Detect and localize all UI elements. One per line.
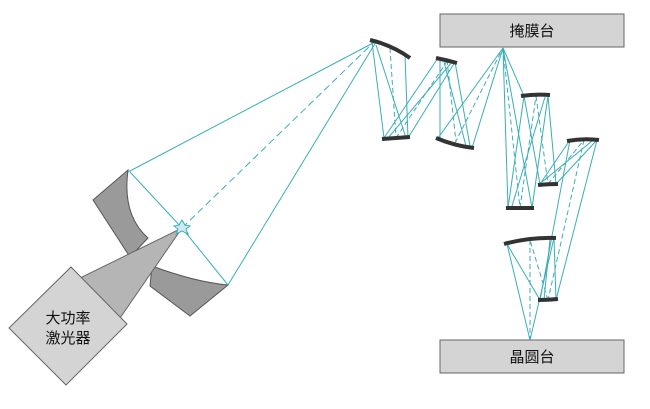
mirror-1 — [369, 38, 412, 60]
mirror-2 — [381, 135, 411, 141]
mirror-6 — [520, 92, 551, 98]
wafer-stage: 晶圆台 — [439, 339, 625, 374]
laser-label-line1: 大功率 — [45, 309, 90, 327]
mirror-10 — [503, 235, 557, 246]
mirror-3 — [435, 56, 458, 65]
mirror-7 — [537, 182, 559, 187]
mirror-4 — [435, 136, 475, 150]
high-power-laser: 大功率 激光器 — [8, 266, 128, 386]
mask-stage-label: 掩膜台 — [509, 22, 554, 40]
laser-label-line2: 激光器 — [45, 329, 90, 347]
collector-upper-half — [92, 168, 149, 258]
plasma-source-star — [172, 219, 192, 236]
mirror-8 — [566, 137, 600, 143]
mask-stage: 掩膜台 — [439, 13, 625, 48]
mirror-9 — [537, 297, 559, 302]
beam-paths — [127, 41, 598, 341]
collector-lower-half — [149, 265, 230, 317]
wafer-stage-label: 晶圆台 — [509, 348, 554, 366]
collector-mirror — [92, 168, 230, 317]
laser-box — [8, 266, 128, 386]
mirrors — [369, 38, 600, 302]
